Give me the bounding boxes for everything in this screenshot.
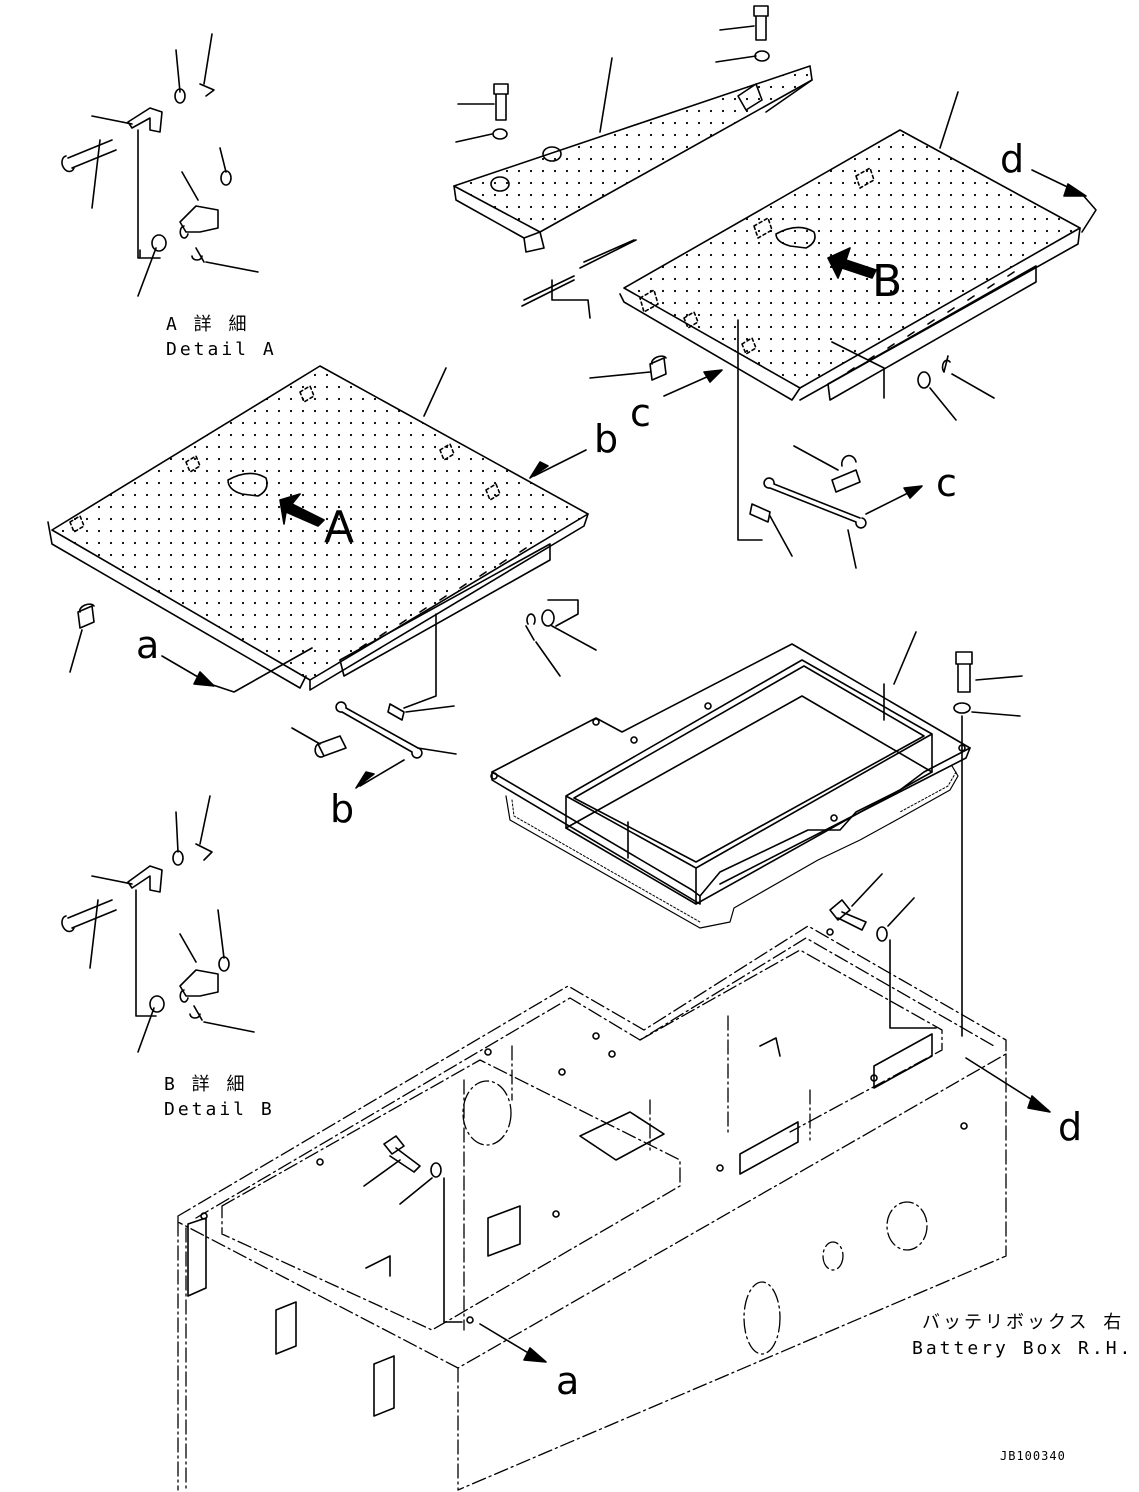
box-inner-cavity-right — [639, 949, 943, 1133]
detail-b-pin — [61, 899, 117, 933]
detail-a-bolt-small — [191, 247, 205, 263]
cover-a-rear-flange — [339, 543, 551, 677]
detail-a-leaders — [91, 33, 259, 297]
detail-a-nut — [151, 234, 167, 252]
detail-a-washer-2 — [220, 170, 232, 186]
box-top-outline — [177, 925, 1007, 1369]
tray-wall-rim — [573, 665, 925, 863]
view-label-a: A — [324, 502, 355, 553]
connector-label-c-1: c — [630, 391, 651, 435]
bracket-hole-1 — [542, 146, 562, 162]
rod-b-assembly — [291, 701, 457, 759]
cover-a-front-edge — [47, 513, 589, 691]
cover-b-handle-recess — [775, 226, 816, 249]
cover-a-handle-recess — [227, 472, 268, 497]
battery-box-housing — [177, 925, 1007, 1491]
connector-label-b-1: b — [594, 417, 619, 461]
bracket-bolt-left — [455, 83, 509, 143]
tray-gasket — [505, 765, 959, 929]
tray-leader — [893, 631, 917, 685]
tray-gasket-inner — [511, 771, 957, 923]
cover-b-rear-flange — [827, 265, 1037, 401]
tray-seam — [627, 683, 885, 859]
detail-a-pin — [61, 139, 117, 173]
cover-a-stop-bolt — [69, 603, 95, 673]
cover-a-hinge-holes — [359, 547, 527, 649]
cover-a-plate — [47, 365, 589, 691]
box-left-face — [177, 1221, 187, 1491]
cover-b-leader — [939, 91, 959, 149]
tray-wall-inner — [565, 659, 933, 905]
tray-base-plate — [491, 643, 971, 897]
detail-b-nut — [149, 995, 165, 1013]
detail-b-caption-jp: B 詳 細 — [164, 1074, 248, 1095]
detail-a-caption-jp: A 詳 細 — [166, 314, 250, 335]
bracket-leaders — [551, 57, 613, 319]
bracket-strip — [521, 239, 637, 307]
detail-b-washer — [172, 850, 184, 866]
connector-label-d-1: d — [1000, 137, 1025, 181]
assembly-caption-en: Battery Box R.H. — [912, 1338, 1134, 1359]
detail-b-bolt-small — [189, 1005, 203, 1021]
detail-b-bracket — [127, 865, 163, 893]
rod-c-assembly — [749, 445, 867, 569]
connector-label-d-2: d — [1058, 1105, 1083, 1149]
detail-b-washer-2 — [218, 956, 230, 972]
connector-label-a-1: a — [136, 623, 160, 667]
detail-a-cotter-pin — [199, 83, 215, 97]
box-front-face — [457, 1053, 1007, 1491]
detail-a-bracket — [127, 107, 163, 133]
cover-a-arrow — [279, 493, 325, 527]
detail-a-hinge-group — [61, 33, 259, 297]
connector-label-b-2: b — [330, 787, 355, 831]
drawing-number: JB100340 — [1000, 1449, 1066, 1463]
box-inner-cavity-left — [221, 1059, 681, 1331]
cover-b-stop-bolt — [589, 355, 667, 381]
cover-b-dashed-marks — [639, 167, 875, 355]
connector-label-a-2: a — [556, 1359, 580, 1403]
cover-a-hinge-pin-set — [403, 599, 597, 709]
assembly-caption-jp: バッテリボックス 右 — [922, 1312, 1125, 1333]
detail-a-hinge-block — [179, 205, 219, 239]
bracket-edge — [453, 79, 813, 253]
bracket-plate — [453, 57, 813, 319]
cover-b-hinge-holes — [847, 271, 1015, 373]
cover-b-arrow — [827, 247, 877, 279]
bracket-hole-2 — [490, 176, 510, 192]
tray-base-edge — [491, 747, 971, 905]
view-label-b: B — [872, 256, 903, 307]
bracket-tab — [737, 83, 763, 111]
box-bolt-upper — [829, 873, 937, 1029]
cover-a-leader — [423, 367, 447, 417]
detail-b-caption-en: Detail B — [164, 1099, 275, 1120]
detail-b-hinge-block — [179, 969, 219, 1003]
connector-arrows — [161, 169, 1097, 1363]
detail-b-hinge-group — [61, 795, 255, 1053]
battery-box-details — [187, 928, 968, 1417]
bracket-bolt-right — [715, 5, 770, 63]
connector-label-c-2: c — [936, 461, 957, 505]
battery-tray — [490, 631, 971, 929]
cover-b-hinge-pin-set — [737, 319, 995, 541]
detail-b-cotter-pin — [195, 843, 213, 861]
tray-wall-outer — [565, 695, 933, 905]
detail-b-leaders — [89, 795, 255, 1053]
box-bolt-lower — [363, 1135, 463, 1323]
detail-a-caption-en: Detail A — [166, 339, 277, 360]
tray-bolt — [953, 651, 1023, 1037]
